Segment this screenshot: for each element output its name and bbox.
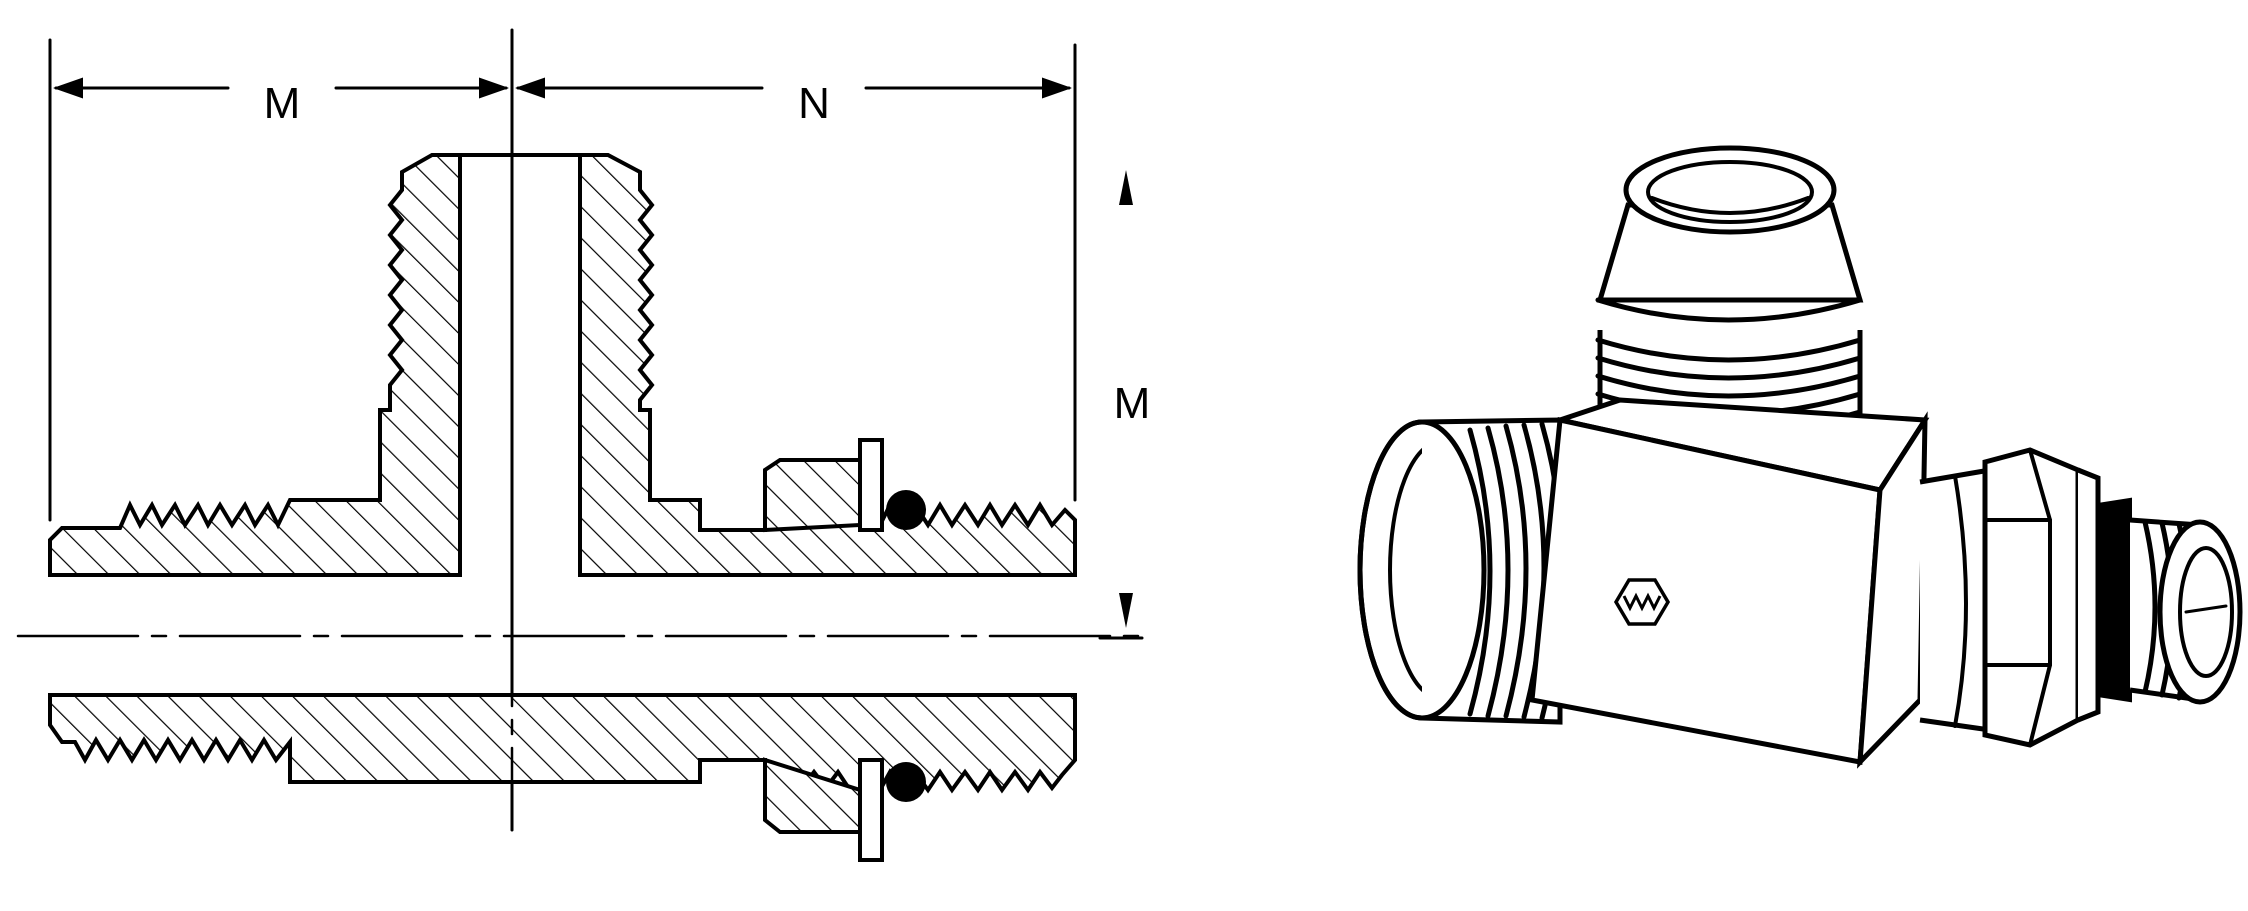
dimension-m-branch: M [1098, 170, 1151, 640]
locknut-section [763, 458, 862, 834]
dimension-n-right: N [515, 77, 1072, 128]
right-port-end [1919, 447, 2243, 748]
centre-lines [16, 98, 1142, 832]
swivel-hex-nut [1982, 447, 2101, 748]
section-body-upper [48, 153, 1077, 577]
dimension-label-m-branch: M [1114, 379, 1151, 428]
dimension-label-m-left: M [264, 79, 301, 128]
tee-body [1529, 397, 1930, 769]
dimension-label-n-right: N [798, 79, 830, 128]
o-ring-band [2096, 497, 2132, 703]
left-flare-end [1357, 417, 1565, 725]
bore-outline [48, 153, 1077, 697]
hexagon-logo-icon [1613, 578, 1671, 626]
backup-washer-section [858, 438, 884, 862]
section-view: M N M [16, 28, 1151, 862]
perspective-view [1357, 145, 2243, 769]
dimension-m-left: M [53, 77, 509, 128]
o-ring-section [886, 490, 926, 802]
